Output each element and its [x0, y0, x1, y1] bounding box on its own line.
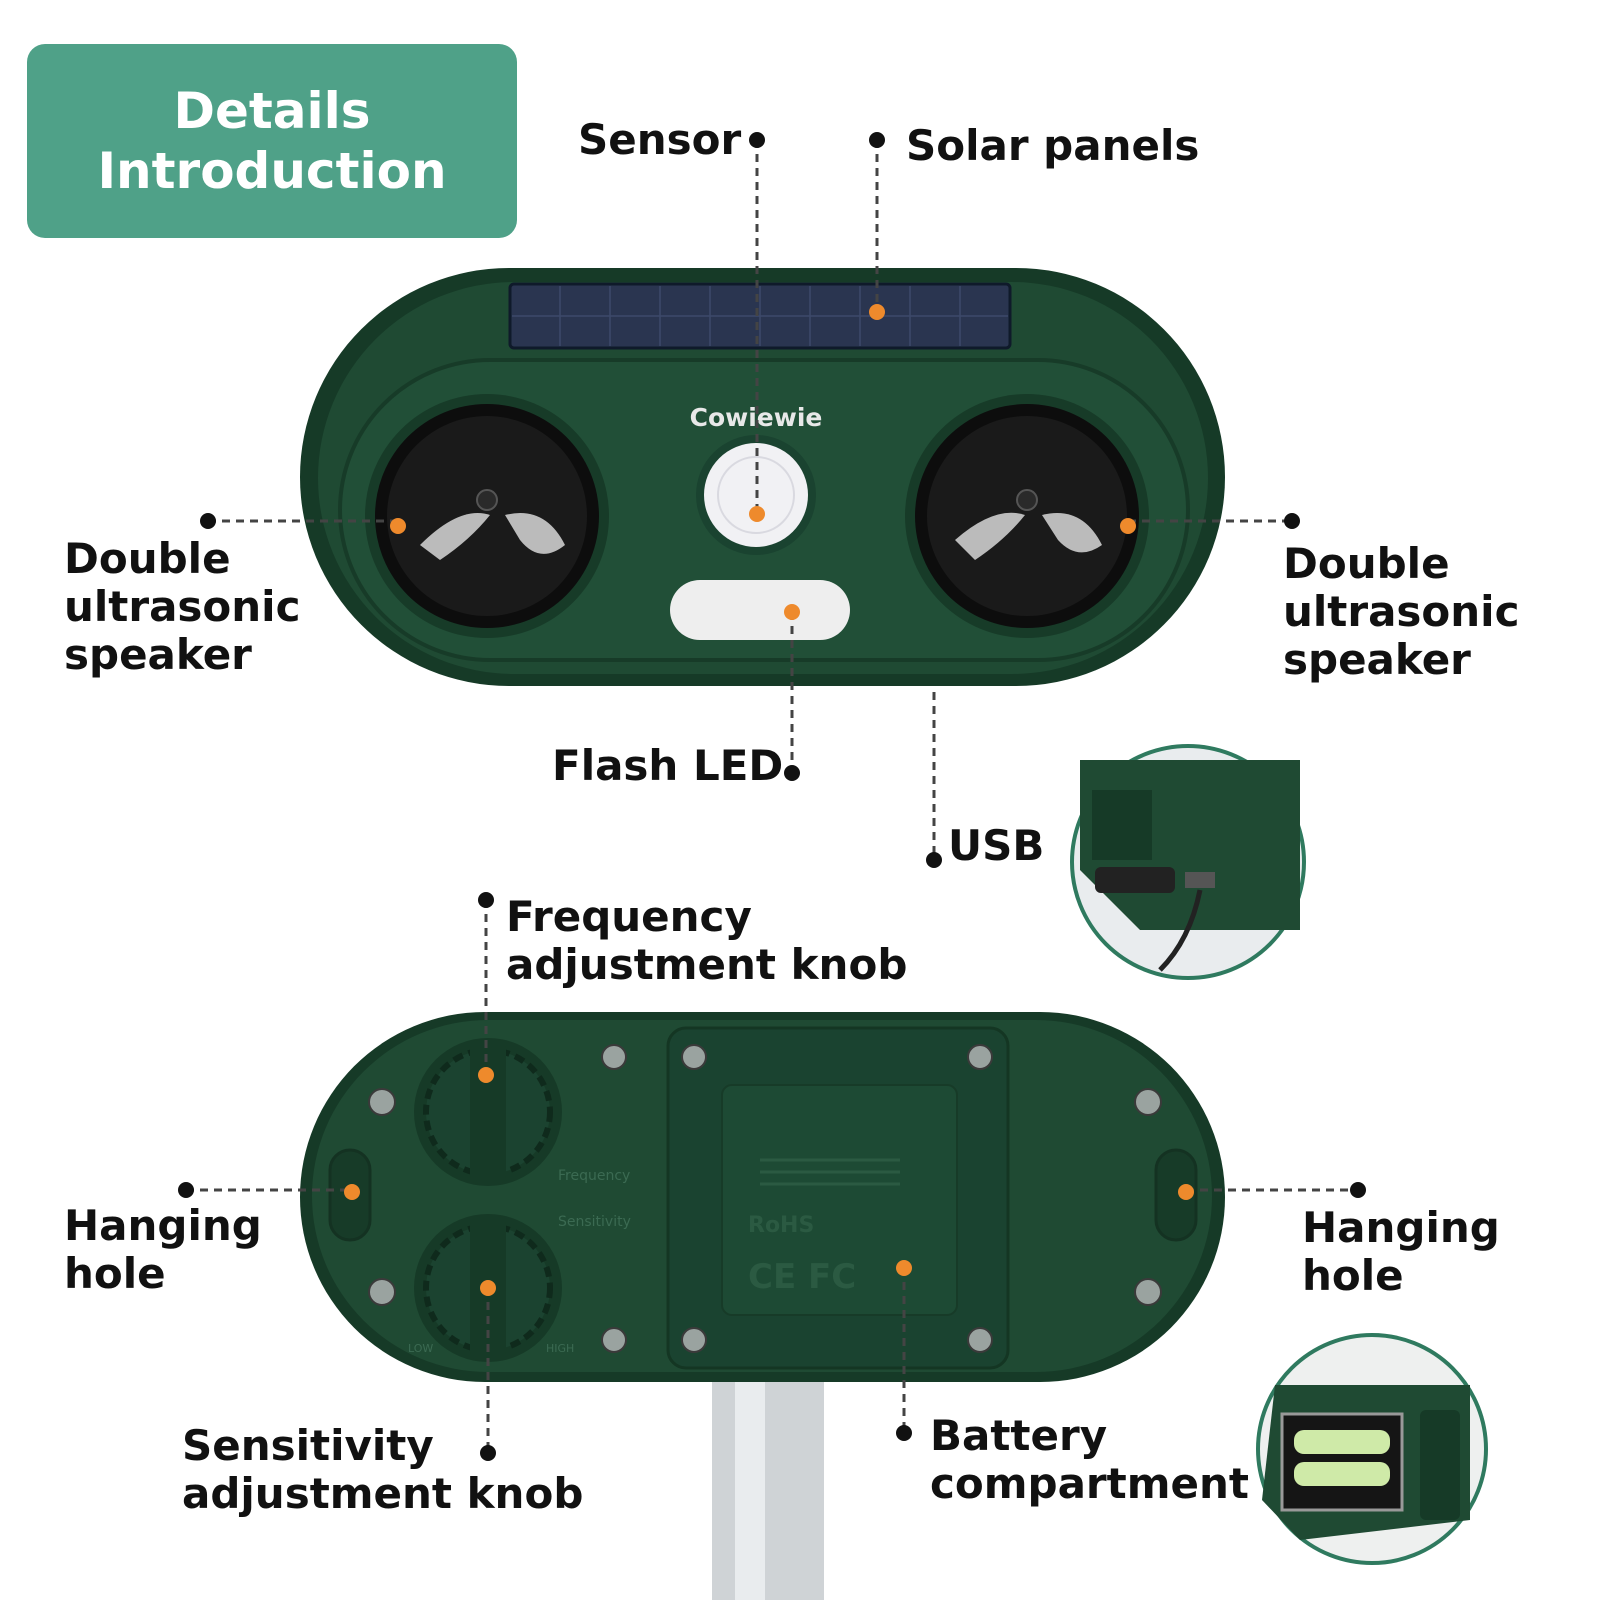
frequency-embossed: Frequency: [558, 1168, 630, 1184]
mounting-pole: [712, 1370, 824, 1600]
feature-marker-dots: [344, 304, 1194, 1296]
frequency-knob: [414, 1038, 562, 1186]
label-hanging-hole-left: Hanging hole: [64, 1201, 262, 1298]
label-solar-panels: Solar panels: [906, 121, 1200, 170]
ce-fcc-mark: CE FC: [748, 1257, 856, 1297]
label-speaker-left: Double ultrasonic speaker: [64, 534, 301, 679]
right-speaker: [905, 394, 1149, 638]
label-sensitivity-knob: Sensitivity adjustment knob: [182, 1421, 584, 1518]
flash-led-window: [670, 580, 850, 640]
low-embossed: LOW: [408, 1342, 433, 1355]
hanging-hole-right: [1154, 1148, 1198, 1242]
device-front: Cowiewie: [300, 268, 1225, 686]
label-flash-led: Flash LED: [552, 741, 784, 790]
details-introduction-badge: Details Introduction: [27, 44, 517, 238]
badge-line-1: Details: [173, 82, 371, 140]
solar-panel: [508, 282, 1012, 350]
device-back: RoHS CE FC: [300, 1012, 1225, 1600]
rohs-mark: RoHS: [748, 1213, 814, 1238]
usb-inset: [1070, 744, 1306, 980]
screws: [368, 1044, 1162, 1353]
left-speaker: [365, 394, 609, 638]
label-battery-compartment: Battery compartment: [930, 1411, 1249, 1508]
label-frequency-knob: Frequency adjustment knob: [506, 892, 908, 989]
sensitivity-embossed: Sensitivity: [558, 1214, 631, 1230]
badge-line-2: Introduction: [97, 142, 447, 200]
label-endpoint-dots: [178, 132, 1366, 1461]
battery-inset: [1256, 1333, 1488, 1565]
label-hanging-hole-right: Hanging hole: [1302, 1203, 1500, 1300]
high-embossed: HIGH: [546, 1342, 574, 1355]
label-speaker-right: Double ultrasonic speaker: [1283, 539, 1520, 684]
label-sensor: Sensor: [578, 115, 742, 164]
leader-lines: [186, 140, 1358, 1453]
label-usb: USB: [948, 821, 1045, 870]
